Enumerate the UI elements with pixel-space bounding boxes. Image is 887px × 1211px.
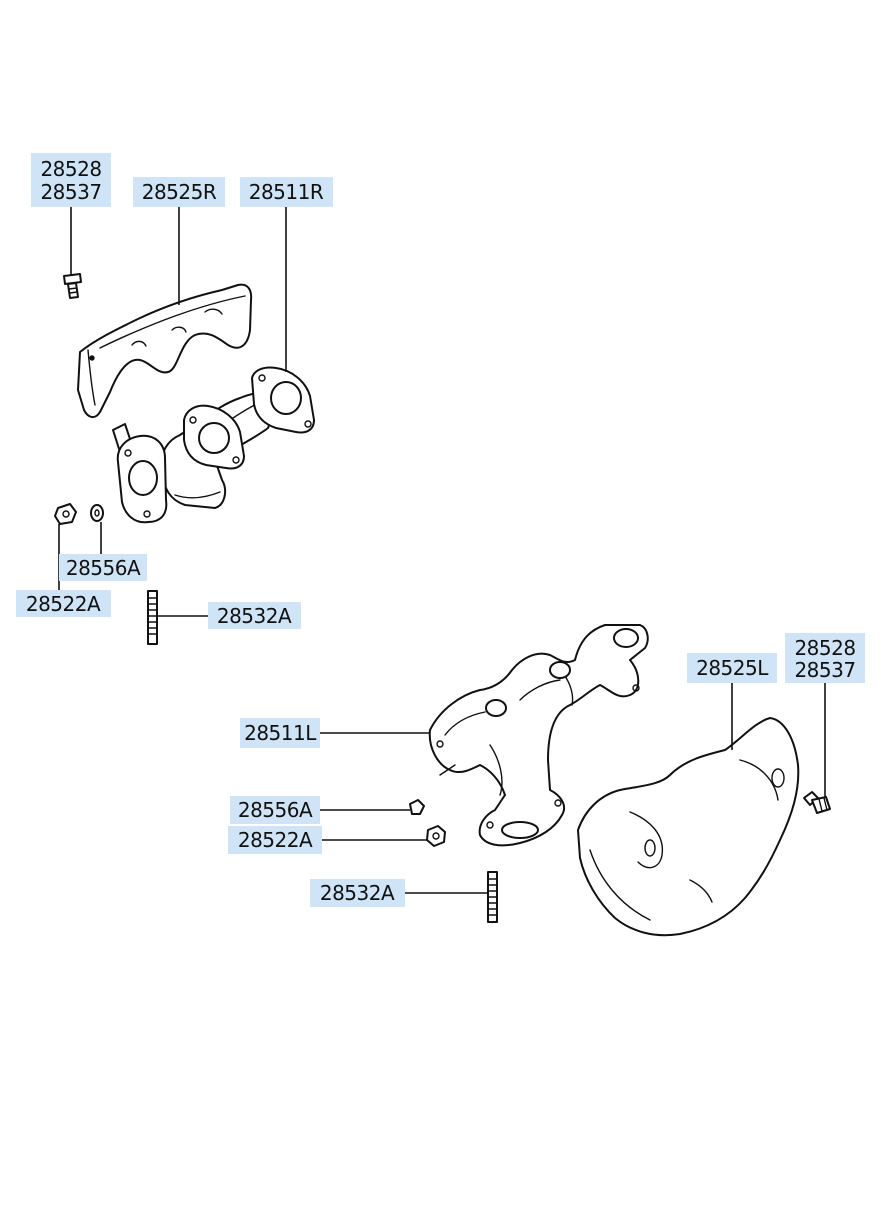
label-28522A-lower[interactable]: 28522A: [228, 826, 322, 854]
part-number-28511L: 28511L: [244, 721, 317, 745]
bolt-lower: [803, 791, 831, 814]
part-number-28532A-lower: 28532A: [320, 881, 395, 905]
label-28532A-lower[interactable]: 28532A: [310, 879, 405, 907]
part-number-28525R: 28525R: [142, 180, 217, 204]
nut-upper: [54, 503, 77, 525]
label-28511R[interactable]: 28511R: [240, 177, 333, 207]
label-28511L[interactable]: 28511L: [240, 718, 320, 748]
part-number-28528-upper: 28528: [40, 157, 101, 181]
label-28528-28537-lower[interactable]: 28528 28537: [785, 633, 865, 683]
label-28525R[interactable]: 28525R: [133, 177, 225, 207]
part-number-28532A-upper: 28532A: [217, 604, 292, 628]
part-number-28556A-lower: 28556A: [238, 798, 313, 822]
part-number-28537-upper: 28537: [40, 180, 101, 204]
stud-upper: [147, 590, 158, 645]
nut-lower: [426, 825, 446, 847]
label-28556A-upper[interactable]: 28556A: [59, 554, 147, 581]
heat-protector-left: [577, 717, 800, 937]
exhaust-manifold-left: [428, 624, 649, 847]
part-number-28528-lower: 28528: [794, 636, 855, 660]
heat-protector-right: [77, 283, 253, 418]
part-number-28522A-upper: 28522A: [26, 592, 101, 616]
label-28522A-upper[interactable]: 28522A: [16, 590, 111, 617]
part-number-28537-lower: 28537: [794, 658, 855, 682]
exhaust-manifold-right: [112, 366, 315, 524]
part-number-28522A-lower: 28522A: [238, 828, 313, 852]
part-number-28511R: 28511R: [249, 180, 324, 204]
washer-upper: [90, 504, 104, 522]
label-28525L[interactable]: 28525L: [687, 653, 777, 683]
washer-lower: [409, 799, 425, 815]
stud-lower: [487, 871, 498, 923]
part-number-28525L: 28525L: [696, 656, 769, 680]
label-28528-28537-upper[interactable]: 28528 28537: [31, 153, 111, 207]
label-28532A-upper[interactable]: 28532A: [208, 602, 301, 629]
part-number-28556A-upper: 28556A: [66, 556, 141, 580]
bolt-upper: [63, 273, 82, 299]
label-28556A-lower[interactable]: 28556A: [230, 796, 320, 824]
